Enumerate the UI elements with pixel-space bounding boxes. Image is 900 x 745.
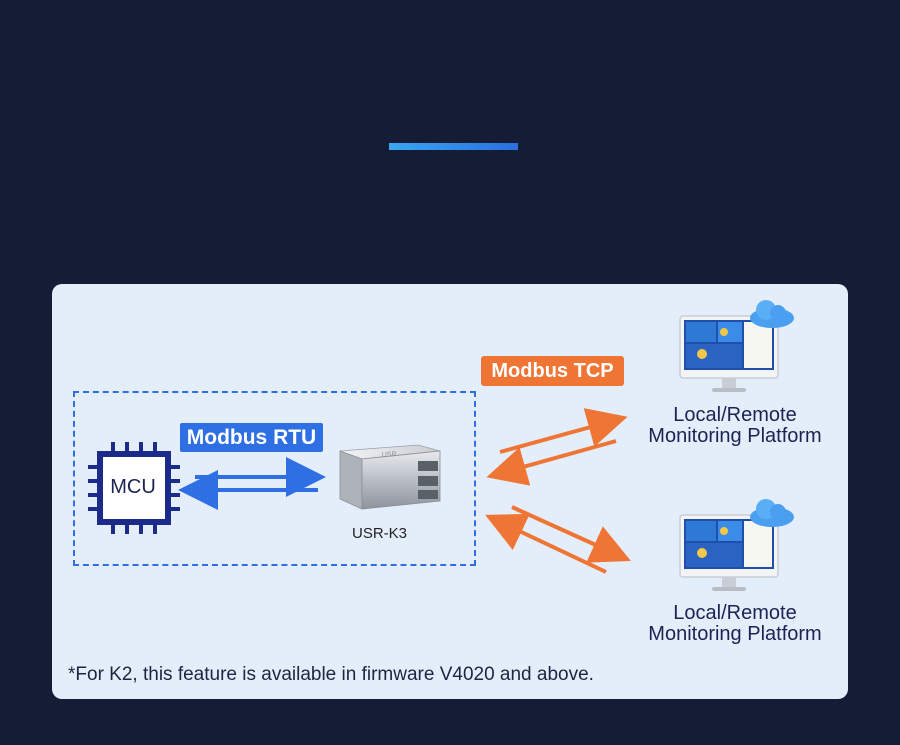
tcp-arrow-up-in bbox=[486, 439, 617, 486]
platform-2-line2: Monitoring Platform bbox=[648, 623, 822, 645]
module-name-label: USR-K3 bbox=[352, 525, 408, 542]
platform-1-line2: Monitoring Platform bbox=[648, 425, 822, 447]
modbus-rtu-label: Modbus RTU bbox=[180, 423, 323, 452]
mcu-label: MCU bbox=[110, 476, 156, 498]
platform-1-line1: Local/Remote bbox=[673, 404, 797, 426]
platform-label-2: Local/Remote Monitoring Platform bbox=[620, 603, 850, 645]
tcp-arrow-down-in bbox=[485, 513, 607, 574]
desktop-monitor-icon bbox=[679, 300, 794, 392]
firmware-footnote: *For K2, this feature is available in fi… bbox=[68, 664, 594, 685]
platform-2-line1: Local/Remote bbox=[673, 602, 797, 624]
cloud-icon bbox=[750, 499, 794, 527]
tcp-arrow-up-out bbox=[499, 408, 628, 454]
platform-label-1: Local/Remote Monitoring Platform bbox=[620, 405, 850, 447]
cloud-icon bbox=[750, 300, 794, 328]
modbus-tcp-label: Modbus TCP bbox=[481, 356, 624, 386]
rj45-module-image: USR bbox=[339, 444, 441, 510]
module-print: USR bbox=[382, 451, 397, 459]
accent-bar bbox=[389, 143, 518, 150]
desktop-monitor-icon bbox=[679, 499, 794, 591]
device-boundary bbox=[73, 391, 476, 566]
tcp-arrow-down-out bbox=[511, 505, 631, 563]
chip-icon bbox=[88, 442, 180, 534]
